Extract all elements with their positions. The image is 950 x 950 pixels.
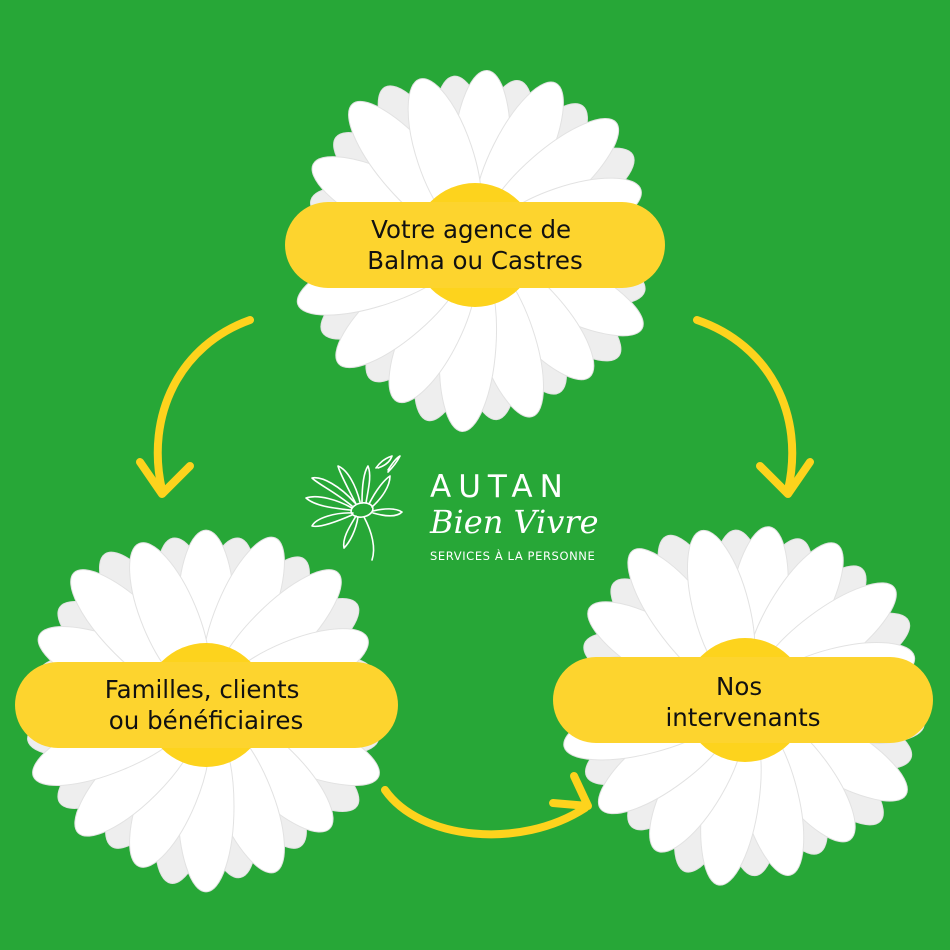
label-pill [553, 657, 933, 743]
brand-tagline: SERVICES À LA PERSONNE [430, 548, 595, 563]
node-label: Nos intervenants [665, 672, 820, 732]
node-label-line: Nos [716, 672, 762, 701]
brand-title: AUTAN [430, 469, 570, 505]
brand-logo: AUTAN Bien Vivre SERVICES À LA PERSONNE [305, 455, 599, 563]
node-label-line: Familles, clients [105, 675, 300, 704]
node-label-line: ou bénéficiaires [109, 706, 303, 735]
node-label-line: Balma ou Castres [367, 246, 582, 275]
node-label-line: intervenants [665, 703, 820, 732]
brand-script: Bien Vivre [429, 503, 599, 541]
node-agence: Votre agence de Balma ou Castres [285, 202, 665, 288]
arrows [136, 316, 814, 839]
arrow-familles-to-intervenants [381, 772, 592, 839]
arrow-agence-to-familles [136, 316, 254, 498]
node-familles: Familles, clients ou bénéficiaires [15, 662, 398, 748]
node-label: Familles, clients ou bénéficiaires [105, 675, 307, 735]
node-label-line: Votre agence de [371, 215, 571, 244]
arrow-agence-to-intervenants [693, 316, 814, 498]
daisy-line-icon [305, 455, 403, 561]
label-pill [15, 662, 398, 748]
label-pill [285, 202, 665, 288]
node-label: Votre agence de Balma ou Castres [367, 215, 582, 275]
node-intervenants: Nos intervenants [553, 657, 933, 743]
